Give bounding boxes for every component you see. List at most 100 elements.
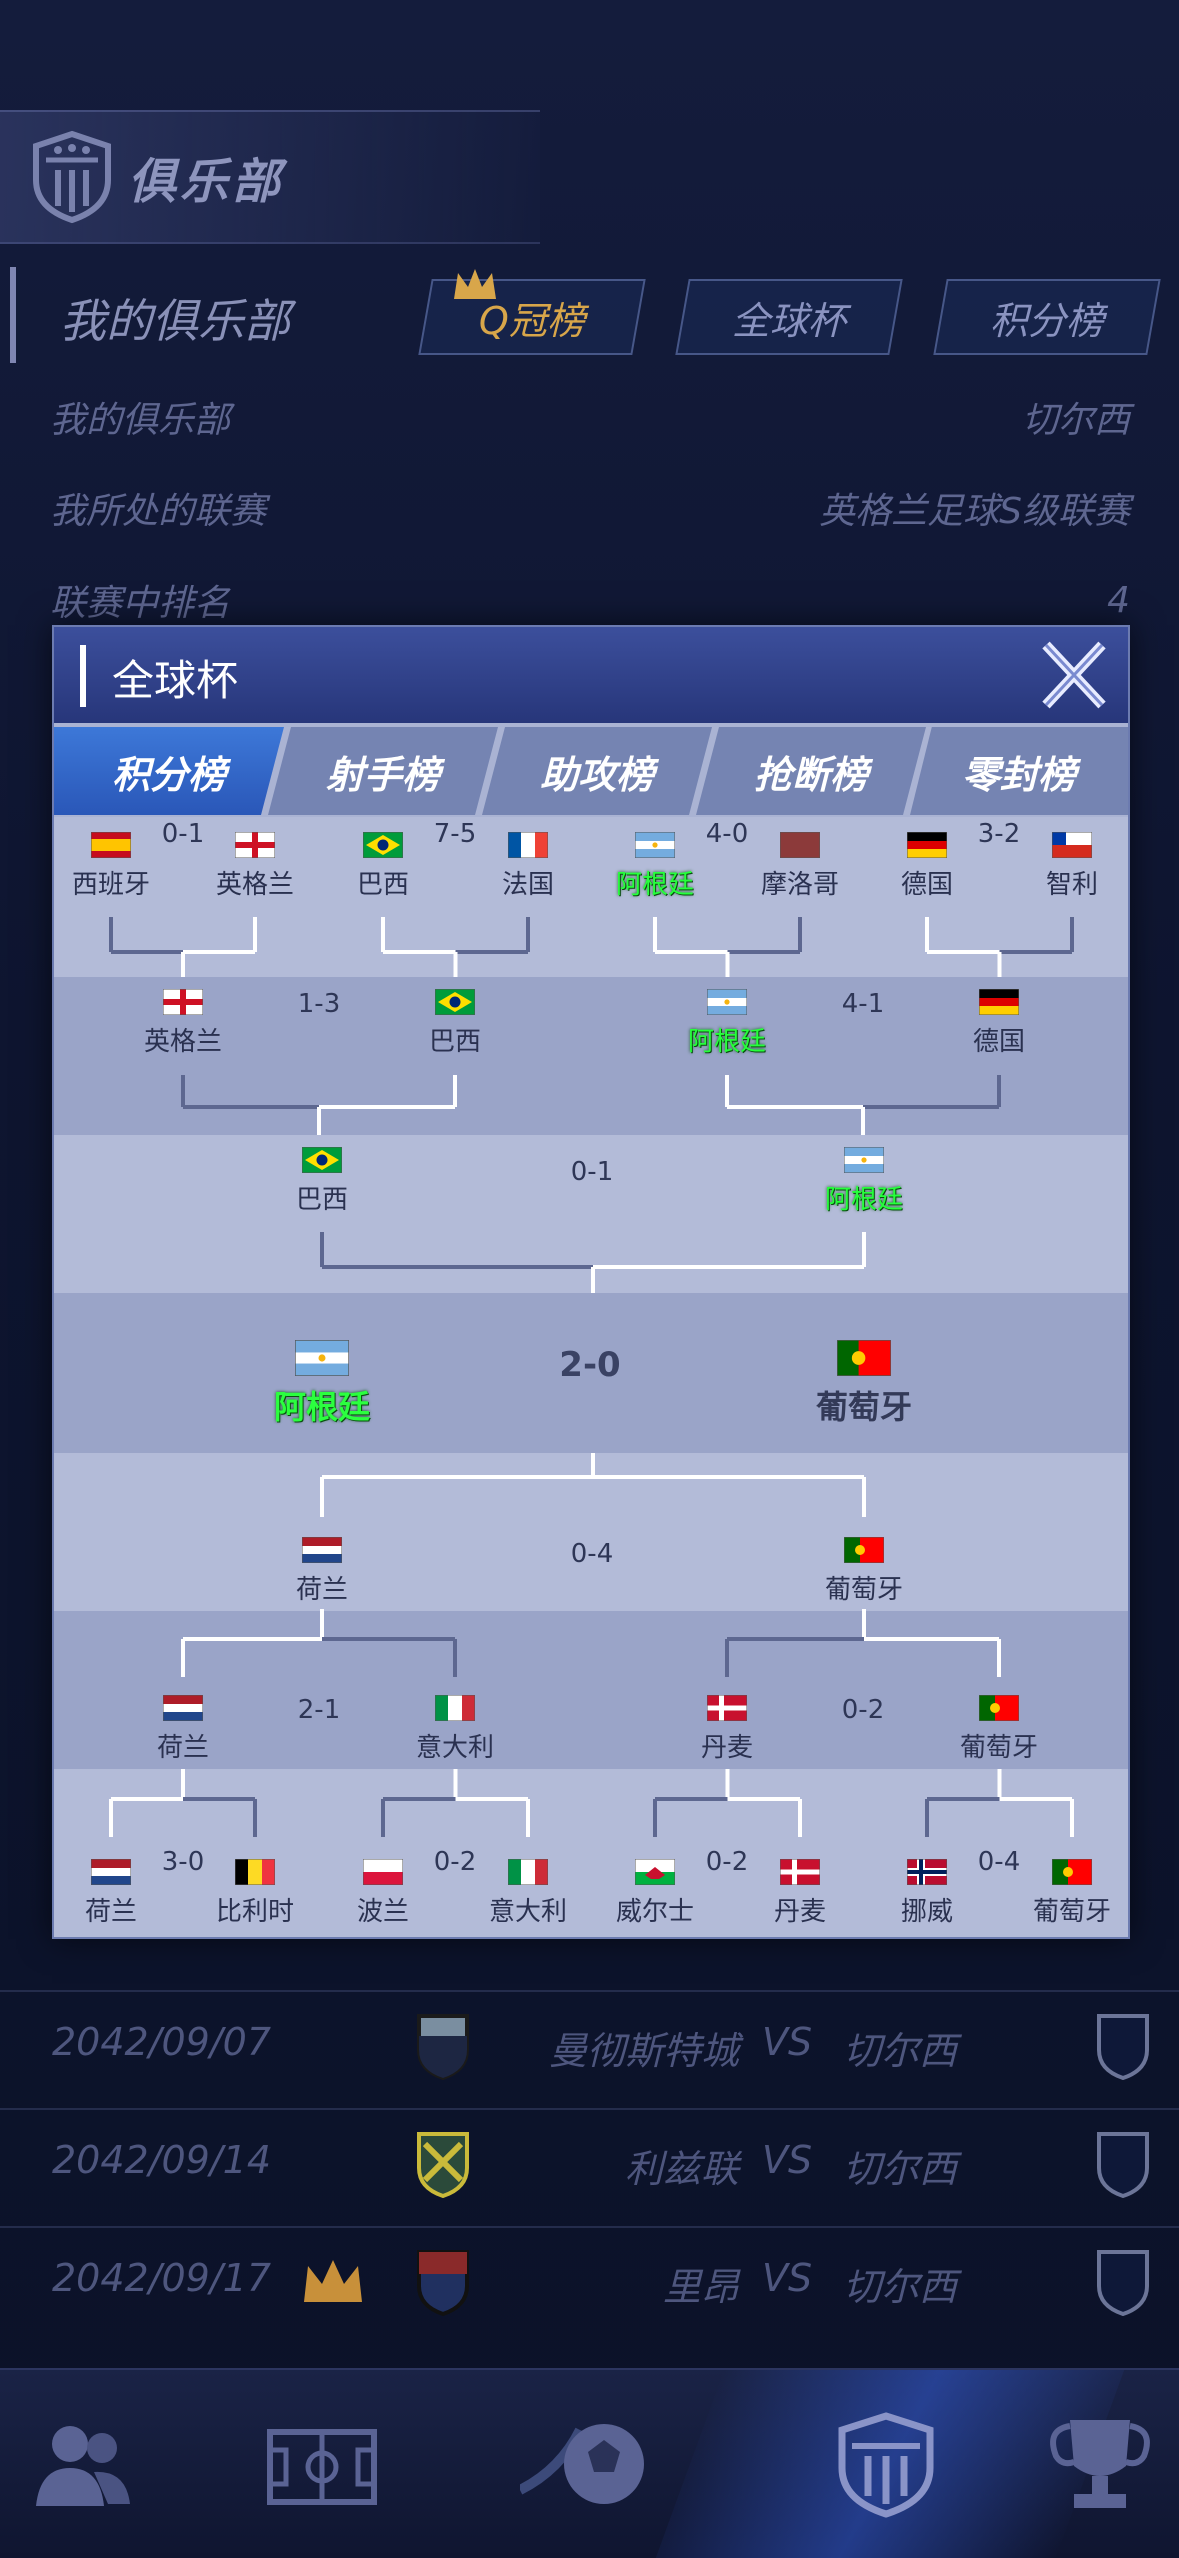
flag-ar-icon	[707, 989, 747, 1015]
team-name: 荷兰	[295, 1575, 348, 1605]
page-title: 俱乐部	[128, 154, 285, 210]
flag-en-icon	[163, 989, 203, 1015]
tab-standings-label: 积分榜	[989, 298, 1104, 343]
team-slot: 丹麦	[725, 1859, 875, 1928]
team-name: 阿根廷	[273, 1388, 370, 1426]
vs-label: VS	[762, 2256, 813, 2300]
pitch-icon[interactable]	[262, 2410, 382, 2520]
info-label: 我所处的联赛	[50, 491, 267, 532]
match-score: 4-0	[705, 819, 749, 849]
modal-title: 全球杯	[112, 656, 239, 705]
home-team: 曼彻斯特城	[548, 2029, 739, 2073]
away-badge-icon	[1097, 2250, 1149, 2316]
tab-clean-sheets[interactable]: 零封榜	[910, 727, 1128, 815]
crown-icon	[454, 269, 496, 299]
schedule-row[interactable]: 2042/09/17 里昂 VS 切尔西	[0, 2226, 1179, 2338]
team-slot: 波兰	[308, 1859, 458, 1928]
flag-it-icon	[508, 1859, 548, 1885]
away-team: 切尔西	[843, 2147, 958, 2191]
flag-ma-icon	[780, 832, 820, 858]
match-date: 2042/09/14	[52, 2138, 272, 2182]
flag-nl-icon	[163, 1695, 203, 1721]
team-name: 阿根廷	[615, 870, 694, 900]
flag-de-icon	[979, 989, 1019, 1015]
team-name: 荷兰	[156, 1733, 209, 1763]
vs-label: VS	[762, 2138, 813, 2182]
flag-nl-icon	[302, 1537, 342, 1563]
ball-icon[interactable]	[520, 2410, 660, 2520]
tab-label: 零封榜	[961, 752, 1076, 797]
team-name: 意大利	[488, 1897, 567, 1927]
team-name: 巴西	[295, 1185, 348, 1215]
info-label: 我的俱乐部	[50, 400, 231, 441]
team-name: 葡萄牙	[824, 1575, 903, 1605]
team-slot: 比利时	[180, 1859, 330, 1928]
schedule-row[interactable]: 2042/09/14 利兹联 VS 切尔西	[0, 2108, 1179, 2220]
team-name: 英格兰	[143, 1027, 222, 1057]
match-score: 3-0	[161, 1847, 205, 1877]
match-score: 0-2	[841, 1695, 885, 1725]
schedule-row[interactable]: 2042/09/07 曼彻斯特城 VS 切尔西	[0, 1990, 1179, 2102]
team-slot: 智利	[997, 832, 1147, 901]
flag-fr-icon	[508, 832, 548, 858]
team-slot: 德国	[852, 832, 1002, 901]
close-icon[interactable]	[1038, 637, 1110, 713]
flag-no-icon	[907, 1859, 947, 1885]
flag-pt-icon	[1052, 1859, 1092, 1885]
team-name: 威尔士	[615, 1897, 694, 1927]
match-score: 2-1	[297, 1695, 341, 1725]
tab-tackles[interactable]: 抢断榜	[696, 727, 926, 815]
team-name: 比利时	[215, 1897, 294, 1927]
flag-en-icon	[235, 832, 275, 858]
team-slot: 西班牙	[36, 832, 186, 901]
match-score: 7-5	[433, 819, 477, 849]
tab-label: 助攻榜	[539, 752, 654, 797]
team-slot: 阿根廷	[789, 1147, 939, 1216]
players-icon[interactable]	[22, 2410, 142, 2520]
tab-standings[interactable]: 积分榜	[54, 727, 284, 815]
tab-global-cup-label: 全球杯	[731, 298, 846, 343]
tab-global-cup[interactable]: 全球杯	[675, 279, 903, 355]
flag-br-icon	[302, 1147, 342, 1173]
tab-assists[interactable]: 助攻榜	[482, 727, 712, 815]
club-icon[interactable]	[826, 2410, 946, 2520]
team-name: 葡萄牙	[815, 1388, 912, 1426]
bracket-band	[54, 1293, 1128, 1453]
flag-pt-icon	[844, 1537, 884, 1563]
team-slot: 荷兰	[108, 1695, 258, 1764]
match-score: 0-4	[977, 1847, 1021, 1877]
match-score: 4-1	[841, 989, 885, 1019]
tab-label: 射手榜	[325, 752, 440, 797]
team-slot: 意大利	[380, 1695, 530, 1764]
match-score: 0-4	[570, 1539, 614, 1569]
modal-tabs: 积分榜 射手榜 助攻榜 抢断榜 零封榜	[54, 727, 1128, 815]
trophy-icon[interactable]	[1040, 2410, 1160, 2520]
team-name: 巴西	[428, 1027, 481, 1057]
flag-be-icon	[235, 1859, 275, 1885]
modal-header: 全球杯	[54, 627, 1128, 723]
team-name: 巴西	[356, 870, 409, 900]
home-team: 利兹联	[624, 2147, 739, 2191]
match-score: 3-2	[977, 819, 1021, 849]
tab-standings[interactable]: 积分榜	[933, 279, 1161, 355]
team-slot: 意大利	[453, 1859, 603, 1928]
flag-ar-icon	[635, 832, 675, 858]
club-header: 俱乐部	[0, 110, 540, 244]
flag-de-icon	[907, 832, 947, 858]
team-slot: 阿根廷	[652, 989, 802, 1058]
match-score: 0-2	[433, 1847, 477, 1877]
team-slot: 巴西	[247, 1147, 397, 1216]
bracket-band	[54, 1453, 1128, 1611]
info-value: 4	[1107, 579, 1130, 621]
tab-scorers[interactable]: 射手榜	[268, 727, 498, 815]
team-name: 丹麦	[700, 1733, 753, 1763]
home-team: 里昂	[662, 2265, 739, 2309]
tab-label: 抢断榜	[753, 752, 868, 797]
home-badge-icon	[417, 2132, 469, 2198]
club-shield-icon	[33, 130, 111, 224]
team-name: 摩洛哥	[760, 870, 839, 900]
home-badge-icon	[417, 2250, 469, 2316]
team-slot: 阿根廷	[247, 1340, 397, 1428]
team-name: 法国	[501, 870, 554, 900]
